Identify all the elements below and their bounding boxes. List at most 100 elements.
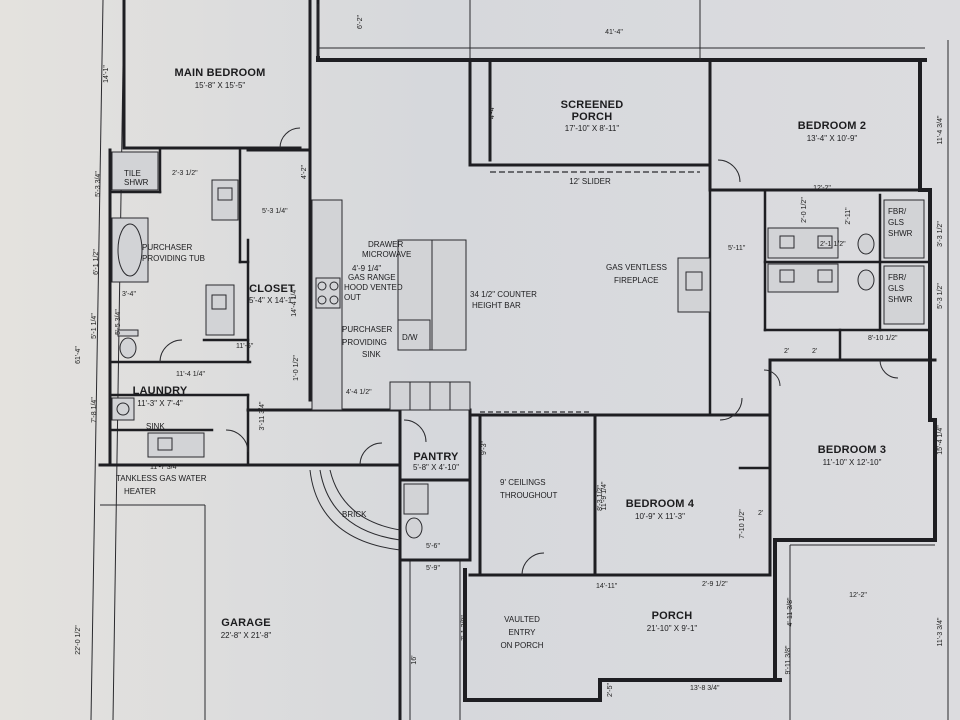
room-dims-bedroom-2: 13'-4" X 10'-9"	[807, 134, 858, 143]
room-name-screened-porch: SCREENED	[561, 99, 624, 111]
note-dw: D/W	[402, 333, 418, 342]
dim-label: 2'-11"	[845, 207, 852, 225]
dim-label: 7'-10 1/2"	[739, 509, 746, 539]
note-sink: SINK	[146, 422, 165, 431]
room-dims-garage: 22'-8" X 21'-8"	[221, 631, 272, 640]
dim-label: 6'-2"	[357, 15, 364, 29]
room-dims-porch: 21'-10" X 9'-1"	[647, 624, 698, 633]
dim-label: 3'-4"	[122, 291, 136, 298]
dim-label: 11'-3 3/4"	[937, 617, 944, 647]
dim-label: 2'-3 1/2"	[172, 170, 198, 177]
room-name-porch: PORCH	[652, 610, 693, 622]
dim-label: 16'	[411, 655, 418, 664]
toilet	[857, 233, 875, 255]
laundry-sink	[147, 432, 205, 458]
dim-label: 14'-4 1/4"	[291, 287, 298, 317]
fireplace-unit	[677, 257, 711, 313]
exterior-walls	[90, 0, 949, 720]
room-name-screened-porch: PORCH	[572, 111, 613, 123]
dimension-labels: 41'-4" 6'-2" 4'-4" 14'-1" 2'-3 1/2" 5'-3…	[75, 15, 944, 697]
half-bath-sink	[403, 483, 429, 515]
hall-bath-vanity	[767, 263, 839, 293]
dim-label: 4'-4"	[489, 105, 496, 119]
dim-label: 15'-4 1/4"	[937, 425, 944, 455]
room-dims-pantry: 5'-8" X 4'-10"	[413, 463, 459, 472]
dim-label: 4'-2"	[301, 165, 308, 179]
dim-top-overall: 41'-4"	[605, 29, 623, 36]
fixtures	[111, 127, 925, 576]
dim-label: 8'-10 1/2"	[868, 335, 898, 342]
room-name-bedroom-4: BEDROOM 4	[626, 498, 695, 510]
dim-label: 5'-9"	[426, 565, 440, 572]
room-labels: MAIN BEDROOM 15'-8" X 15'-5" SCREENED PO…	[133, 67, 886, 640]
dim-label: 11'-7 3/4"	[150, 464, 180, 471]
dim-label: 14'-11"	[596, 583, 618, 590]
sink-cabinet	[397, 319, 431, 351]
dim-label: 2'	[758, 510, 763, 517]
dim-label: 11'-4 1/4"	[176, 371, 206, 378]
dim-label: 6'-1 1/2"	[93, 249, 100, 275]
dim-label: 13'-8 3/4"	[690, 685, 720, 692]
room-name-bedroom-3: BEDROOM 3	[818, 444, 886, 456]
room-dims-bedroom-3: 11'-10" X 12'-10"	[823, 458, 882, 467]
interior-walls	[108, 58, 937, 577]
dim-label: 5'-3 1/4"	[262, 208, 288, 215]
dim-label: 61'-4"	[75, 346, 82, 364]
dim-label: 14'-1"	[103, 65, 110, 83]
room-dims-screened-porch: 17'-10" X 8'-11"	[565, 124, 620, 133]
room-dims-bedroom-4: 10'-9" X 11'-3"	[635, 512, 685, 521]
toilet	[857, 269, 875, 291]
dim-label: 12'-2"	[849, 592, 867, 599]
room-name-bedroom-2: BEDROOM 2	[798, 120, 866, 132]
room-name-pantry: PANTRY	[413, 451, 459, 463]
dim-label: 5'-3 1/2"	[937, 283, 944, 309]
dim-label: 5'-3 3/4"	[95, 171, 102, 197]
note-brick: BRICK	[342, 510, 367, 519]
dim-label: 2'-9 1/2"	[702, 581, 728, 588]
dim-label: 3'-3 1/2"	[937, 221, 944, 247]
dim-label: 4'-11 3/8"	[787, 597, 794, 627]
dim-label: 5'-6"	[426, 543, 440, 550]
dim-label: 22'-0 1/2"	[75, 625, 82, 655]
toilet	[405, 517, 423, 539]
room-name-closet: CLOSET	[249, 283, 295, 295]
gas-range	[315, 277, 341, 309]
dim-label: 9'-3"	[481, 441, 488, 455]
vanity-sink	[205, 284, 235, 336]
dim-label: 1'-0 1/2"	[293, 355, 300, 381]
dim-label: 2'-0 1/2"	[801, 197, 808, 223]
dim-label: 11'-9 1/4"	[601, 481, 608, 511]
fiberglass-shower	[883, 265, 925, 325]
room-name-main-bedroom: MAIN BEDROOM	[174, 67, 265, 79]
dim-label: 8'-3 1/2"	[597, 485, 604, 511]
dim-label: 2'-1 1/2"	[820, 241, 846, 248]
washer	[111, 397, 135, 421]
dim-label: 11'-6"	[236, 343, 254, 350]
dim-label: 5'-11"	[728, 245, 746, 252]
dim-label: 5'-1 1/4"	[91, 313, 98, 339]
dim-label: 11'-4 3/4"	[937, 115, 944, 145]
dim-label: 7'-8 1/4"	[91, 397, 98, 423]
room-name-garage: GARAGE	[221, 617, 270, 629]
toilet	[119, 337, 137, 359]
fiberglass-shower	[883, 199, 925, 259]
room-dims-closet: 5'-4" X 14'-1"	[249, 296, 295, 305]
dim-label: 2'	[812, 348, 817, 355]
room-dims-main-bedroom: 15'-8" X 15'-5"	[195, 81, 246, 90]
dim-label: 2'-5"	[607, 683, 614, 697]
dim-label: 3'-11 3/4"	[259, 401, 266, 431]
dim-label: 7'-1 3/8"	[461, 615, 468, 641]
